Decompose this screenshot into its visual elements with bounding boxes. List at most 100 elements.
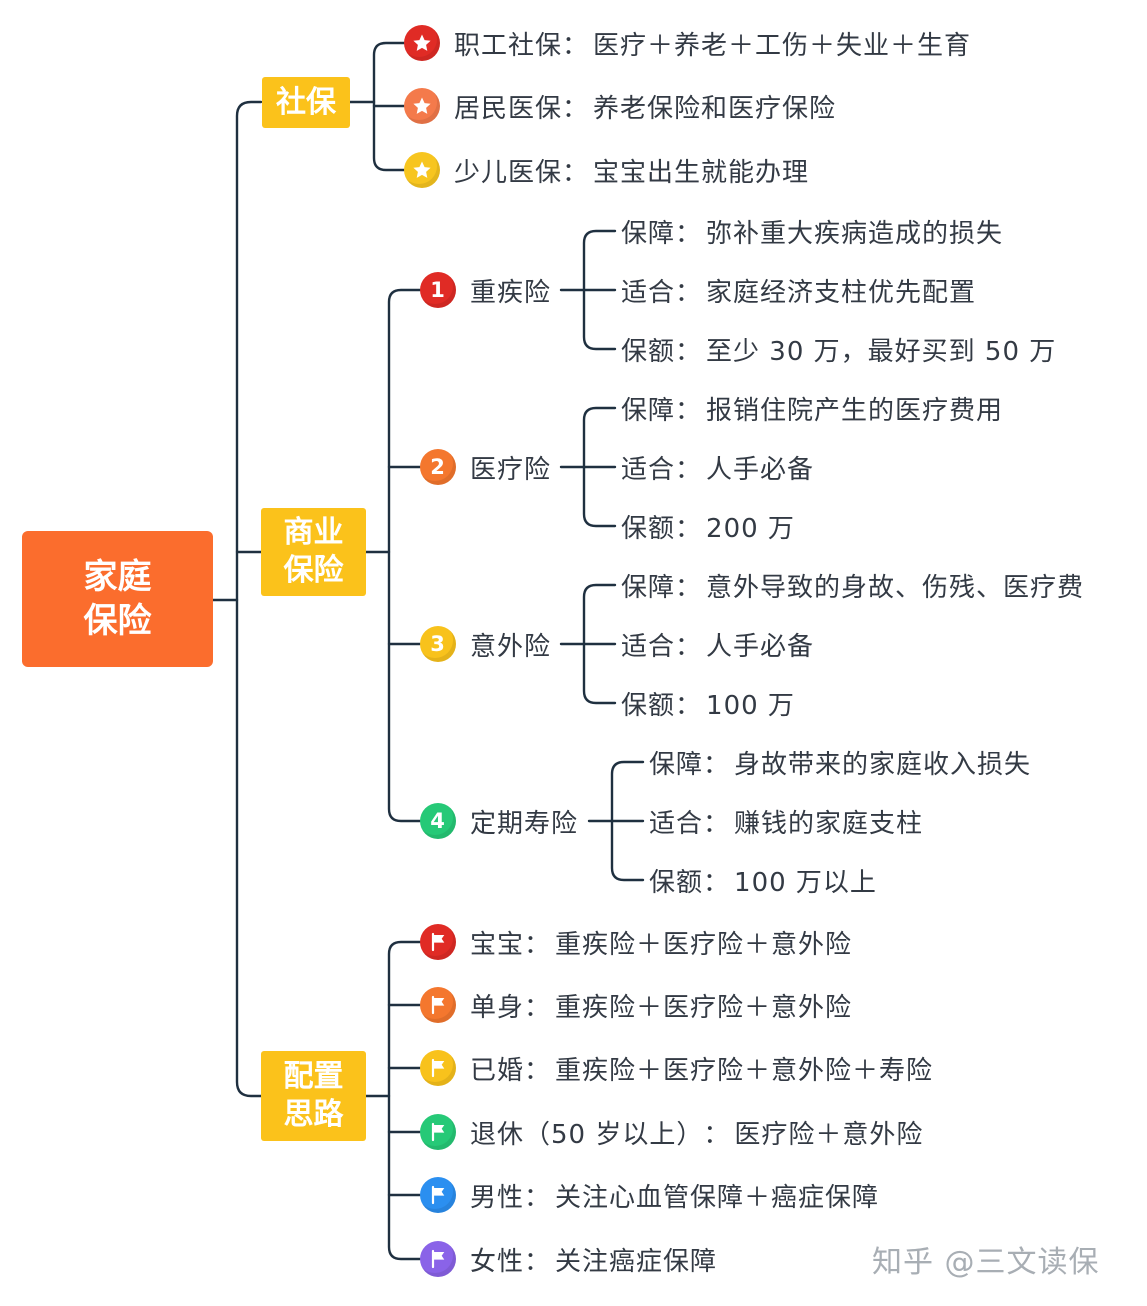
root-label-line1: 家庭 [83, 557, 152, 597]
product-4: 4 定期寿险 [420, 801, 578, 841]
plan-label: 单身 [470, 992, 525, 1023]
plan-separator: ： [524, 1055, 552, 1086]
plan-separator: ： [524, 1246, 552, 1277]
detail-label: 保额 [621, 336, 676, 367]
detail-value: 人手必备 [706, 631, 815, 662]
item-label: 少儿医保 [454, 157, 563, 188]
detail-label: 保障 [621, 218, 676, 249]
product-detail: 适合：家庭经济支柱优先配置 [621, 270, 976, 310]
product-detail: 适合：人手必备 [621, 624, 814, 664]
plan-label: 男性 [470, 1182, 525, 1213]
product-detail: 保额：100 万以上 [649, 860, 877, 900]
branch-label-line1: 商业 [283, 515, 344, 550]
detail-separator: ： [675, 454, 703, 485]
number-1-icon: 1 [420, 272, 456, 308]
item-separator: ： [562, 30, 590, 61]
plan-label: 已婚 [470, 1055, 525, 1086]
purple-flag-icon [420, 1241, 456, 1277]
branch-label: 社保 [276, 84, 336, 120]
detail-separator: ： [675, 631, 703, 662]
branch-social-insurance: 社保 [262, 77, 350, 128]
product-detail: 保额：100 万 [621, 683, 795, 723]
social-item: 少儿医保：宝宝出生就能办理 [404, 150, 809, 190]
plan-item: 已婚：重疾险＋医疗险＋意外险＋寿险 [420, 1048, 933, 1088]
detail-separator: ： [675, 572, 703, 603]
plan-item: 退休（50 岁以上）：医疗险＋意外险 [420, 1112, 923, 1152]
yellow-star-icon [404, 152, 440, 188]
product-number: 2 [430, 455, 446, 479]
product-2: 2 医疗险 [420, 447, 551, 487]
detail-label: 保额 [621, 513, 676, 544]
plan-separator: ： [703, 1119, 731, 1150]
product-detail: 保障：意外导致的身故、伤残、医疗费 [621, 565, 1084, 605]
product-detail: 保障：身故带来的家庭收入损失 [649, 742, 1031, 782]
item-value: 养老保险和医疗保险 [593, 93, 837, 124]
branch-commercial-insurance: 商业 保险 [261, 508, 366, 596]
plan-value: 关注癌症保障 [555, 1246, 718, 1277]
detail-separator: ： [675, 395, 703, 426]
plan-separator: ： [524, 929, 552, 960]
product-3: 3 意外险 [420, 624, 551, 664]
item-separator: ： [562, 93, 590, 124]
item-label: 居民医保 [454, 93, 563, 124]
watermark: 知乎 @三文读保 [872, 1245, 1100, 1280]
product-detail: 适合：人手必备 [621, 447, 814, 487]
detail-value: 家庭经济支柱优先配置 [706, 277, 977, 308]
plan-label: 宝宝 [470, 929, 525, 960]
detail-value: 报销住院产生的医疗费用 [706, 395, 1004, 426]
number-3-icon: 3 [420, 626, 456, 662]
plan-item: 女性：关注癌症保障 [420, 1239, 717, 1279]
detail-value: 赚钱的家庭支柱 [734, 808, 924, 839]
branch-label-line2: 思路 [283, 1097, 344, 1132]
product-name: 定期寿险 [470, 808, 579, 839]
detail-separator: ： [675, 690, 703, 721]
orange-flag-icon [420, 987, 456, 1023]
social-item: 职工社保：医疗＋养老＋工伤＋失业＋生育 [404, 23, 971, 63]
red-flag-icon [420, 924, 456, 960]
plan-value: 重疾险＋医疗险＋意外险 [555, 929, 853, 960]
plan-value: 重疾险＋医疗险＋意外险 [555, 992, 853, 1023]
root-node: 家庭 保险 [22, 531, 213, 667]
commercial-link-bracket [387, 288, 422, 823]
orange-star-icon [404, 88, 440, 124]
product-detail: 保额：200 万 [621, 506, 795, 546]
detail-separator: ： [675, 277, 703, 308]
detail-label: 保额 [621, 690, 676, 721]
detail-separator: ： [675, 218, 703, 249]
detail-label: 保障 [649, 749, 704, 780]
number-4-icon: 4 [420, 803, 456, 839]
detail-separator: ： [675, 513, 703, 544]
detail-separator: ： [703, 867, 731, 898]
plan-value: 重疾险＋医疗险＋意外险＋寿险 [555, 1055, 934, 1086]
detail-label: 适合 [649, 808, 704, 839]
product-name: 重疾险 [470, 277, 552, 308]
branch-label-line2: 保险 [283, 553, 344, 588]
branch-label-line1: 配置 [283, 1059, 344, 1094]
item-value: 医疗＋养老＋工伤＋失业＋生育 [593, 30, 972, 61]
blue-flag-icon [420, 1177, 456, 1213]
root-label-line2: 保险 [83, 601, 152, 641]
product-detail: 保额：至少 30 万，最好买到 50 万 [621, 329, 1056, 369]
detail-separator: ： [703, 808, 731, 839]
detail-value: 至少 30 万，最好买到 50 万 [706, 336, 1057, 367]
detail-value: 100 万以上 [734, 867, 877, 898]
product-detail: 适合：赚钱的家庭支柱 [649, 801, 923, 841]
detail-separator: ： [703, 749, 731, 780]
plan-item: 单身：重疾险＋医疗险＋意外险 [420, 985, 852, 1025]
red-star-icon [404, 25, 440, 61]
plan-separator: ： [524, 1182, 552, 1213]
detail-separator: ： [675, 336, 703, 367]
plan-separator: ： [524, 992, 552, 1023]
product-number: 1 [430, 278, 446, 302]
plan-link-bracket [387, 940, 422, 1261]
detail-value: 弥补重大疾病造成的损失 [706, 218, 1004, 249]
product-number: 3 [430, 632, 446, 656]
detail-value: 意外导致的身故、伤残、医疗费 [706, 572, 1085, 603]
product-name: 医疗险 [470, 454, 552, 485]
product-detail: 保障：报销住院产生的医疗费用 [621, 388, 1003, 428]
detail-label: 保额 [649, 867, 704, 898]
social-item: 居民医保：养老保险和医疗保险 [404, 86, 836, 126]
product-name: 意外险 [470, 631, 552, 662]
green-flag-icon [420, 1114, 456, 1150]
